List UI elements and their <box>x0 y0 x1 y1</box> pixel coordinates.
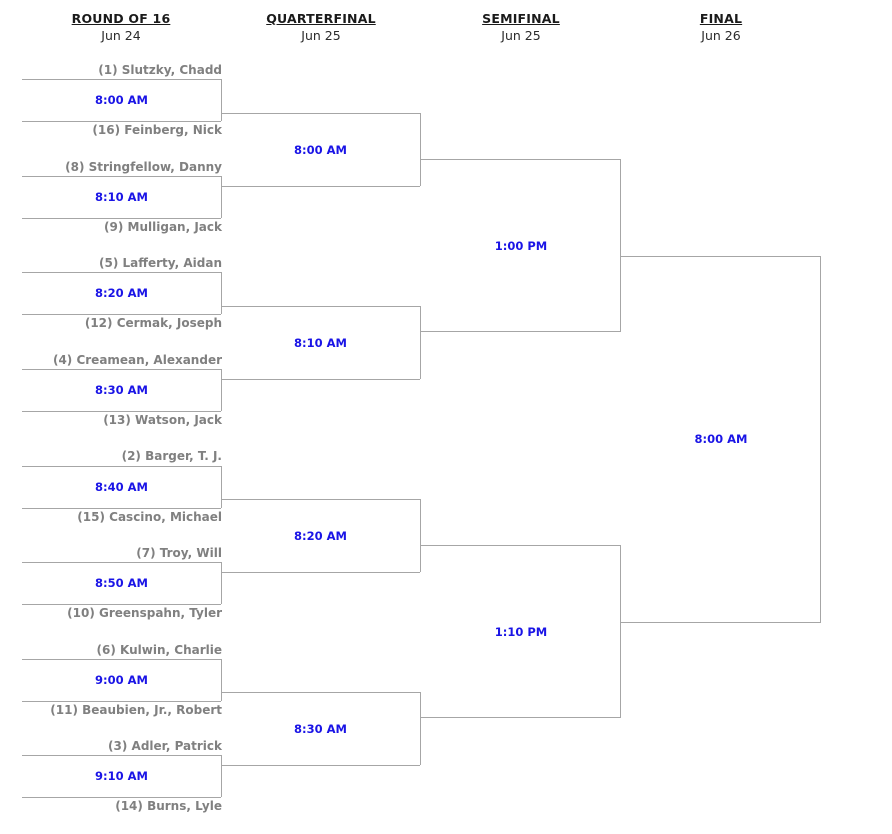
bracket-line-right <box>420 692 421 765</box>
bracket-line-top <box>22 176 221 177</box>
match-time: 8:10 AM <box>294 336 347 350</box>
round-date: Jun 25 <box>501 28 541 43</box>
round-title: SEMIFINAL <box>482 11 560 26</box>
bracket-line-right <box>221 659 222 701</box>
bracket-line-top <box>621 256 821 257</box>
bracket-line-bottom <box>221 379 420 380</box>
round-header-final: FINAL Jun 26 <box>621 8 821 44</box>
bracket-line-bottom <box>421 717 621 718</box>
bracket-line-top <box>421 159 621 160</box>
bracket-line-bottom <box>621 622 821 623</box>
round-date: Jun 25 <box>301 28 341 43</box>
round-header-quarterfinal: QUARTERFINAL Jun 25 <box>221 8 421 44</box>
match-time: 8:00 AM <box>294 143 347 157</box>
match-time: 8:10 AM <box>95 190 148 204</box>
round-title: FINAL <box>699 11 743 26</box>
bracket-line-right <box>420 499 421 572</box>
match-time: 8:00 AM <box>95 93 148 107</box>
bracket-line-top <box>22 369 221 370</box>
bracket-line-bottom <box>22 701 221 702</box>
bracket-line-bottom <box>22 121 221 122</box>
match-time: 8:00 AM <box>694 432 748 446</box>
bracket-line-bottom <box>22 411 221 412</box>
bracket-line-top <box>22 466 221 467</box>
competitor-label: (13) Watson, Jack <box>103 413 222 427</box>
match-time: 1:10 PM <box>494 625 548 639</box>
bracket-line-bottom <box>221 765 420 766</box>
round-date: Jun 26 <box>701 28 741 43</box>
match-time: 9:00 AM <box>95 673 148 687</box>
competitor-label: (7) Troy, Will <box>136 546 222 560</box>
match-time: 8:40 AM <box>95 480 148 494</box>
match-time: 8:20 AM <box>95 286 148 300</box>
bracket-line-right <box>221 79 222 121</box>
bracket-line-right <box>221 562 222 604</box>
bracket-line-right <box>221 272 222 314</box>
bracket-line-top <box>221 113 420 114</box>
bracket-line-right <box>620 159 621 331</box>
competitor-label: (14) Burns, Lyle <box>115 799 222 813</box>
bracket-line-right <box>820 256 821 622</box>
bracket-line-top <box>22 659 221 660</box>
bracket-line-top <box>221 306 420 307</box>
competitor-label: (4) Creamean, Alexander <box>52 353 222 367</box>
bracket-line-bottom <box>421 331 621 332</box>
match-time: 9:10 AM <box>95 769 148 783</box>
match-time: 8:50 AM <box>95 576 148 590</box>
bracket-line-top <box>22 562 221 563</box>
bracket-line-bottom <box>22 604 221 605</box>
competitor-label: (11) Beaubien, Jr., Robert <box>50 703 222 717</box>
bracket-line-top <box>22 272 221 273</box>
bracket-line-top <box>421 545 621 546</box>
competitor-label: (9) Mulligan, Jack <box>104 220 222 234</box>
bracket-line-bottom <box>221 572 420 573</box>
round-header-semifinal: SEMIFINAL Jun 25 <box>421 8 621 44</box>
bracket-line-right <box>420 306 421 379</box>
competitor-label: (3) Adler, Patrick <box>108 739 222 753</box>
competitor-label: (5) Lafferty, Aidan <box>98 256 222 270</box>
competitor-label: (6) Kulwin, Charlie <box>96 643 222 657</box>
bracket-line-top <box>22 79 221 80</box>
competitor-label: (16) Feinberg, Nick <box>92 123 222 137</box>
round-date: Jun 24 <box>101 28 141 43</box>
bracket-line-right <box>221 466 222 508</box>
competitor-label: (2) Barger, T. J. <box>121 449 222 463</box>
bracket-line-right <box>420 113 421 186</box>
bracket-line-right <box>221 755 222 797</box>
competitor-label: (12) Cermak, Joseph <box>84 316 222 330</box>
bracket-line-bottom <box>221 186 420 187</box>
match-time: 8:20 AM <box>294 529 347 543</box>
match-time: 1:00 PM <box>494 239 548 253</box>
competitor-label: (8) Stringfellow, Danny <box>65 160 222 174</box>
bracket-line-right <box>221 369 222 411</box>
round-title: QUARTERFINAL <box>266 11 376 26</box>
bracket-line-top <box>22 755 221 756</box>
round-title: ROUND OF 16 <box>71 11 171 26</box>
bracket-line-bottom <box>22 218 221 219</box>
match-time: 8:30 AM <box>294 722 347 736</box>
competitor-label: (1) Slutzky, Chadd <box>98 63 222 77</box>
bracket-line-bottom <box>22 797 221 798</box>
bracket-line-right <box>620 545 621 717</box>
competitor-label: (10) Greenspahn, Tyler <box>67 606 222 620</box>
match-time: 8:30 AM <box>95 383 148 397</box>
bracket-line-right <box>221 176 222 218</box>
competitor-label: (15) Cascino, Michael <box>77 510 222 524</box>
bracket-line-top <box>221 499 420 500</box>
bracket-line-top <box>221 692 420 693</box>
bracket-line-bottom <box>22 508 221 509</box>
bracket-line-bottom <box>22 314 221 315</box>
round-header-round-of-16: ROUND OF 16 Jun 24 <box>21 8 221 44</box>
